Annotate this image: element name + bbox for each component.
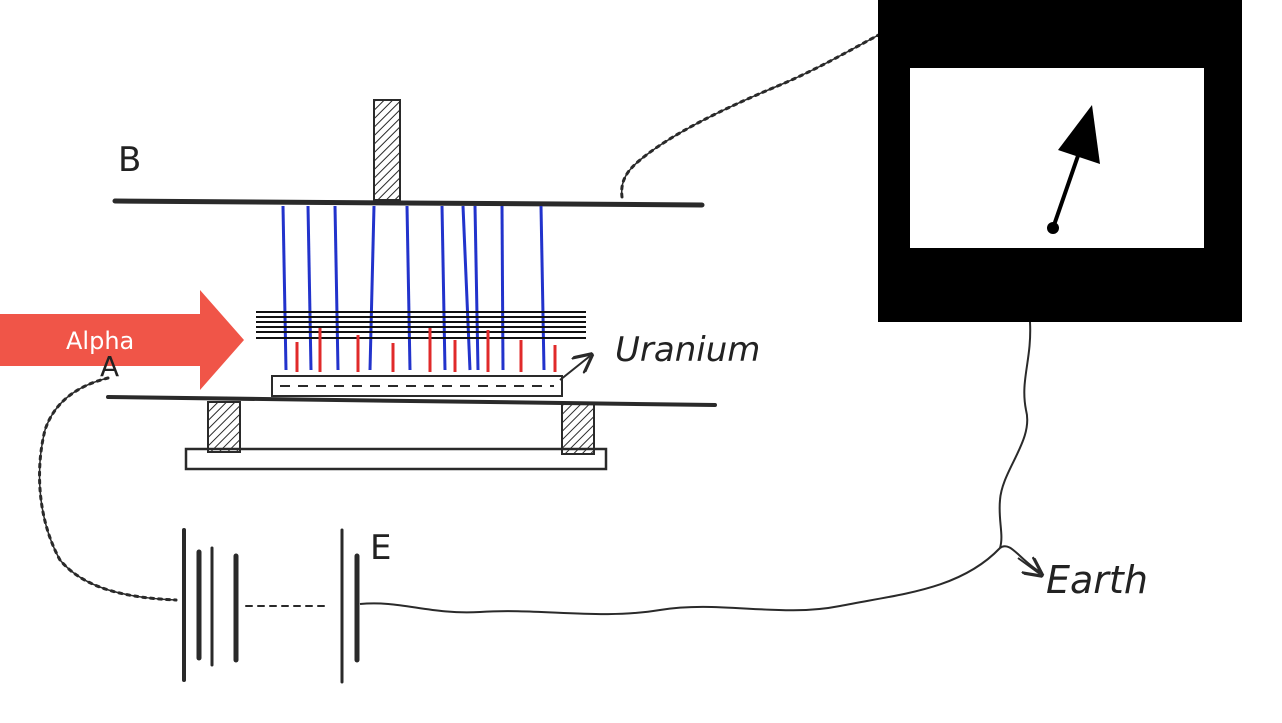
coiled-wire-top <box>620 28 890 199</box>
wire-to-earth <box>359 545 1041 616</box>
battery <box>182 528 360 684</box>
earth-pointer <box>1017 558 1040 574</box>
plate-b <box>112 198 705 208</box>
base-board <box>184 447 608 471</box>
alpha-callout-label: Alpha <box>66 327 135 355</box>
alpha-callout-arrow <box>0 290 244 390</box>
red-rays <box>295 328 557 372</box>
needle-icon <box>1051 149 1082 229</box>
uranium-pointer <box>559 356 590 381</box>
support-right <box>561 403 595 455</box>
plate-b-label: B <box>118 140 143 180</box>
plate-a-label: A <box>100 350 120 383</box>
earth-label: Earth <box>1046 558 1148 602</box>
coiled-wire-left <box>38 376 178 602</box>
plate-b-stem <box>373 99 401 201</box>
galvanometer-icon <box>878 0 1242 322</box>
uranium-sample <box>271 375 563 397</box>
absorbing-foils <box>256 311 586 339</box>
support-left <box>207 401 241 453</box>
plate-a <box>106 395 717 407</box>
wire-meter-to-earth <box>998 321 1032 549</box>
blue-rays <box>281 205 546 371</box>
uranium-label: Uranium <box>615 330 761 370</box>
battery-label: E <box>370 528 392 568</box>
